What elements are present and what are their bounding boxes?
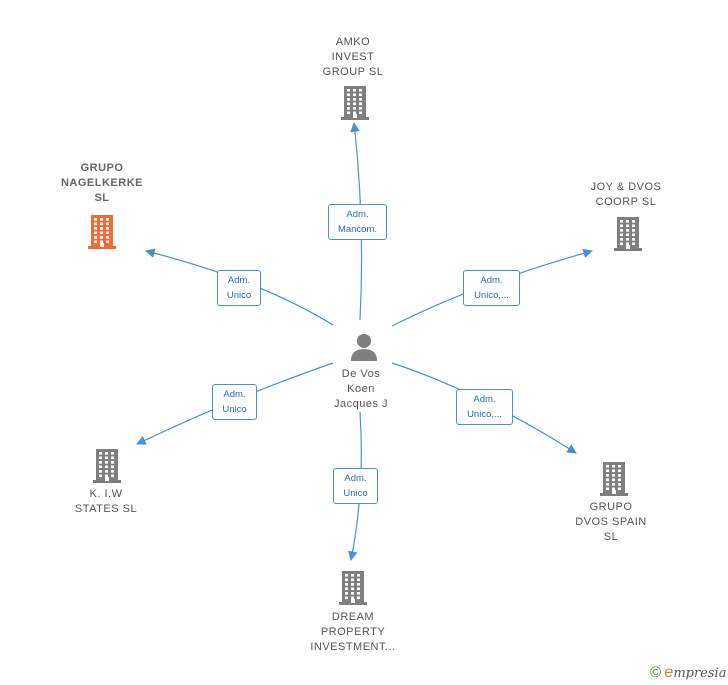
edge-label-amko[interactable]: Adm. Mancom.: [328, 204, 387, 240]
edge-label-joy[interactable]: Adm. Unico,...: [463, 270, 520, 306]
brand-name: mpresia: [673, 666, 727, 681]
edge-label-dvos[interactable]: Adm. Unico,...: [456, 389, 513, 425]
company-name[interactable]: GRUPO DVOS SPAIN SL: [575, 501, 647, 543]
copyright-symbol: ©: [650, 664, 662, 681]
company-name[interactable]: K. I.W STATES SL: [74, 488, 138, 515]
company-name[interactable]: AMKO INVEST GROUP SL: [322, 36, 384, 78]
company-name[interactable]: DREAM PROPERTY INVESTMENT...: [310, 611, 396, 653]
person-icon: [351, 334, 377, 361]
building-icon: [614, 217, 642, 251]
building-icon: [341, 86, 369, 120]
building-icon: [600, 462, 628, 496]
company-name[interactable]: JOY & DVOS COORP SL: [590, 181, 662, 208]
edge-label-dream[interactable]: Adm. Unico: [333, 468, 378, 504]
building-icon: [339, 571, 367, 605]
company-name[interactable]: GRUPO NAGELKERKE SL: [60, 162, 143, 204]
brand-logo-e: e: [664, 664, 674, 681]
edge-label-kiw[interactable]: Adm. Unico: [212, 384, 257, 420]
building-icon: [88, 215, 116, 249]
person-name[interactable]: De Vos Koen Jacques J: [333, 368, 389, 410]
edge-label-nagelkerke[interactable]: Adm. Unico: [217, 270, 261, 306]
building-icon: [93, 449, 121, 483]
footer-brand: © empresia: [650, 664, 726, 682]
